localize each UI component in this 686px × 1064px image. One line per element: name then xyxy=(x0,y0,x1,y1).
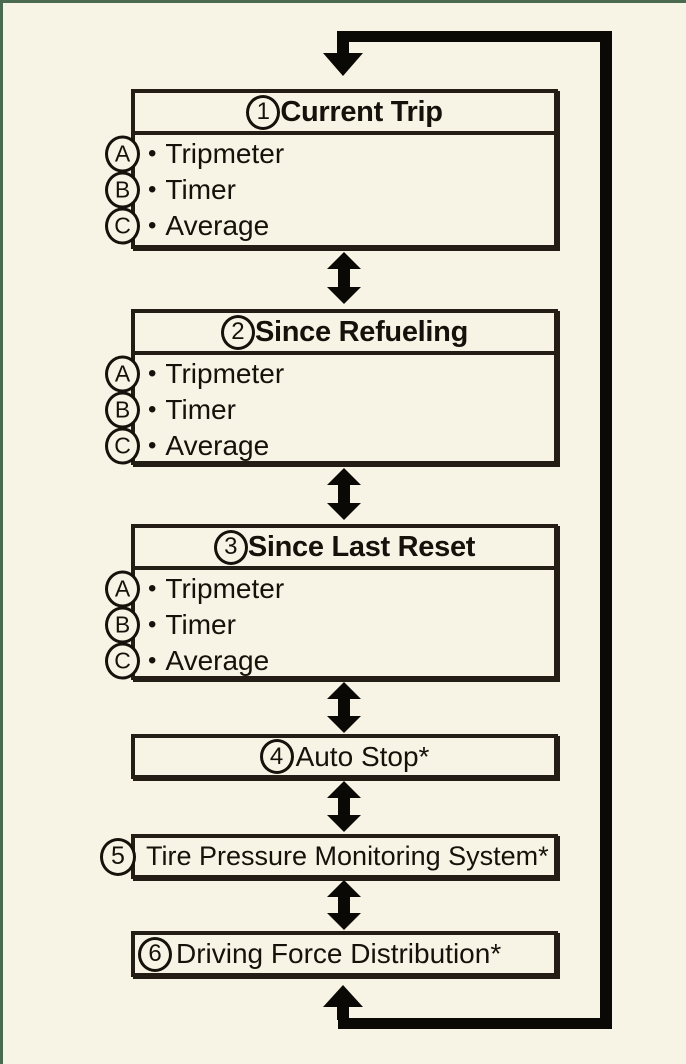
bidirectional-arrow-icon xyxy=(327,468,361,520)
bullet-icon: • xyxy=(148,575,157,602)
bullet-icon: • xyxy=(148,140,157,167)
bullet-icon: • xyxy=(148,212,157,239)
frame-left-border xyxy=(0,0,3,1064)
bullet-icon: • xyxy=(148,176,157,203)
menu-box-body: A • Tripmeter B • Timer C • Average xyxy=(105,135,554,245)
menu-item-row: B • Timer xyxy=(105,391,554,429)
menu-item-label: Timer xyxy=(165,394,236,425)
circled-number-badge: 5 xyxy=(100,837,136,876)
bullet-icon: • xyxy=(148,396,157,423)
menu-item-row: C • Average xyxy=(105,642,554,680)
menu-box-title: Since Last Reset xyxy=(247,530,476,563)
menu-box-title: Tire Pressure Monitoring System* xyxy=(146,841,549,871)
menu-item-row: A • Tripmeter xyxy=(105,570,554,608)
circled-letter-badge: C xyxy=(105,207,140,245)
circled-number-badge: 6 xyxy=(138,936,172,972)
loop-right-segment xyxy=(600,31,612,1029)
menu-box-title: Auto Stop* xyxy=(295,740,430,772)
menu-box-auto-stop: 4 Auto Stop* xyxy=(131,734,558,779)
menu-box-title: Driving Force Distribution* xyxy=(176,938,502,969)
menu-box-tire-pressure-monitoring-system: 5 Tire Pressure Monitoring System* xyxy=(100,834,558,879)
bullet-icon: • xyxy=(148,647,157,674)
circled-letter-badge: B xyxy=(105,606,140,644)
menu-item-label: Average xyxy=(165,430,270,461)
circled-number-badge: 2 xyxy=(220,314,255,350)
bidirectional-arrow-icon xyxy=(327,252,361,304)
bidirectional-arrow-icon xyxy=(327,880,361,930)
menu-item-label: Tripmeter xyxy=(165,573,285,604)
circled-number-badge: 1 xyxy=(246,94,281,130)
menu-box-title: Since Refueling xyxy=(254,315,469,348)
menu-item-row: C • Average xyxy=(105,207,554,245)
bullet-icon: • xyxy=(148,360,157,387)
bullet-icon: • xyxy=(148,611,157,638)
menu-item-label: Tripmeter xyxy=(165,138,285,169)
menu-item-label: Average xyxy=(165,210,270,241)
menu-item-label: Average xyxy=(165,645,270,676)
bidirectional-arrow-icon xyxy=(327,682,361,733)
bullet-icon: • xyxy=(148,432,157,459)
loop-arrowhead-up-icon xyxy=(323,985,363,1007)
loop-top-segment xyxy=(338,31,612,42)
menu-item-row: A • Tripmeter xyxy=(105,355,554,393)
circled-letter-badge: B xyxy=(105,171,140,209)
bidirectional-arrow-icon xyxy=(327,781,361,832)
menu-box-body: A • Tripmeter B • Timer C • Average xyxy=(105,355,554,465)
loop-top-stub-segment xyxy=(337,31,349,54)
menu-box-title: Current Trip xyxy=(280,95,443,128)
loop-bottom-stub-segment xyxy=(337,1005,349,1020)
menu-item-label: Timer xyxy=(165,609,236,640)
circled-number-badge: 4 xyxy=(259,739,294,774)
loop-bottom-segment xyxy=(338,1018,612,1029)
circled-letter-badge: A xyxy=(105,355,140,393)
circled-letter-badge: C xyxy=(105,642,140,680)
circled-letter-badge: B xyxy=(105,391,140,429)
menu-item-row: B • Timer xyxy=(105,171,554,209)
menu-box-driving-force-distribution: 6 Driving Force Distribution* xyxy=(131,931,558,977)
menu-item-row: C • Average xyxy=(105,427,554,465)
menu-item-row: A • Tripmeter xyxy=(105,135,554,173)
circled-letter-badge: A xyxy=(105,570,140,608)
menu-item-row: B • Timer xyxy=(105,606,554,644)
loop-arrowhead-down-icon xyxy=(323,53,363,76)
circled-letter-badge: A xyxy=(105,135,140,173)
menu-item-label: Timer xyxy=(165,174,236,205)
frame-top-border xyxy=(0,0,686,3)
circled-number-badge: 3 xyxy=(213,529,248,565)
menu-item-label: Tripmeter xyxy=(165,358,285,389)
circled-letter-badge: C xyxy=(105,427,140,465)
menu-box-body: A • Tripmeter B • Timer C • Average xyxy=(105,570,554,680)
